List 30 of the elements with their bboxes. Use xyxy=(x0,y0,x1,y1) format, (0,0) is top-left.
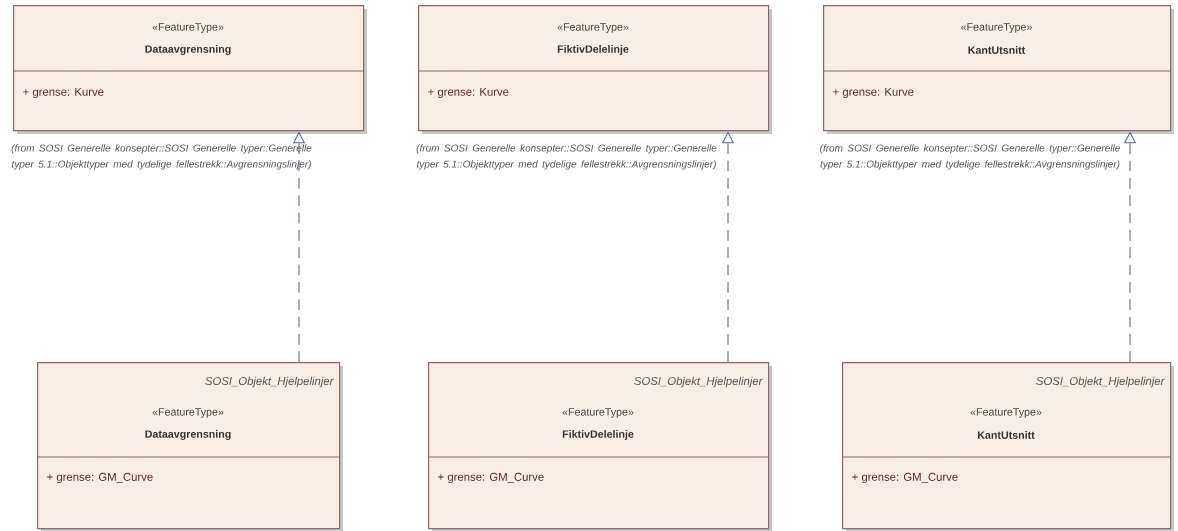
class-name: KantUtsnitt xyxy=(978,431,1035,439)
class-name: FiktivDelelinje xyxy=(557,45,629,55)
attribute: + grense: GM_Curve xyxy=(47,472,153,484)
package-note: (from SOSI Generelle konsepter::SOSI Generelle typer::Generelle typer 5.1::Objekttyper med tydelige fellestrekk::Avgrensningslinjer) xyxy=(11,144,312,170)
class-name: Dataavgrensning xyxy=(145,430,231,440)
class-box xyxy=(841,362,1174,531)
stereotype-label: «FeatureType» xyxy=(961,23,1032,33)
class-name: FiktivDelelinje xyxy=(562,430,634,440)
class-box xyxy=(12,5,367,134)
package-name: SOSI_Objekt_Hjelpelinjer xyxy=(1036,376,1165,388)
stereotype-label: «FeatureType» xyxy=(557,23,629,33)
stereotype-label: «FeatureType» xyxy=(562,408,634,418)
class-box xyxy=(427,362,772,531)
class-name: Dataavgrensning xyxy=(145,45,231,55)
attribute: + grense: Kurve xyxy=(833,87,914,99)
class-box xyxy=(822,5,1174,134)
package-note: (from SOSI Generelle konsepter::SOSI Generelle typer::Generelle typer 5.1::Objekttyper med tydelige fellestrekk::Avgrensningslinjer) xyxy=(416,144,717,170)
stereotype-label: «FeatureType» xyxy=(152,23,224,33)
class-box xyxy=(417,5,772,134)
class-name: KantUtsnitt xyxy=(968,46,1026,54)
stereotype-label: «FeatureType» xyxy=(970,408,1042,418)
class-box xyxy=(36,362,343,531)
stereotype-label: «FeatureType» xyxy=(152,408,224,418)
package-note: (from SOSI Generelle konsepter::SOSI Generelle typer::Generelle typer 5.1::Objekttyper med tydelige fellestrekk::Avgrensningslinjer) xyxy=(820,144,1120,170)
attribute: + grense: Kurve xyxy=(23,87,104,99)
package-name: SOSI_Objekt_Hjelpelinjer xyxy=(634,376,763,388)
attribute: + grense: GM_Curve xyxy=(438,472,544,484)
attribute: + grense: GM_Curve xyxy=(852,472,958,484)
package-name: SOSI_Objekt_Hjelpelinjer xyxy=(205,376,334,388)
attribute: + grense: Kurve xyxy=(428,87,509,99)
